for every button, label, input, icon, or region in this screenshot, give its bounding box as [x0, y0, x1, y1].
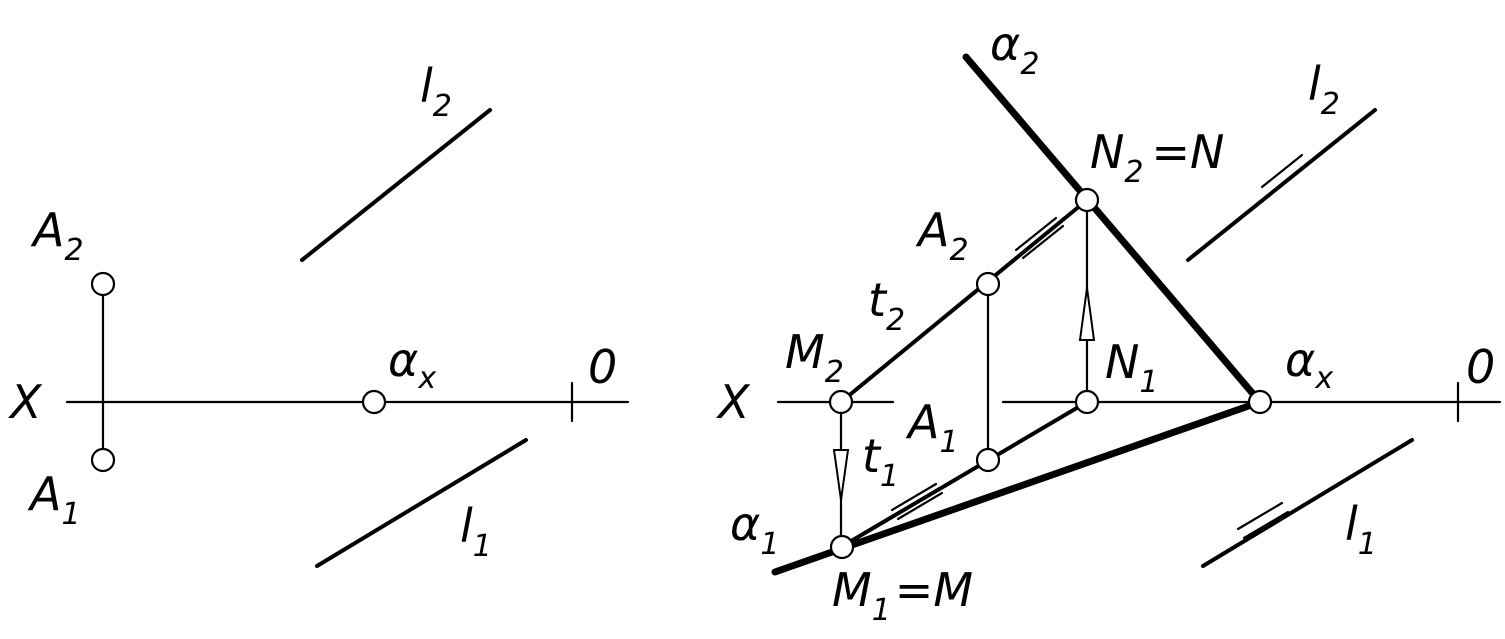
right-point-n1 — [1074, 389, 1100, 415]
left-a2-label: A2 — [30, 203, 84, 268]
left-line-l1 — [315, 438, 528, 568]
right-n2-label: N2=N — [1090, 125, 1224, 190]
right-n1-label: N1 — [1105, 335, 1159, 400]
right-panel: X 0 α2 α1 αx N2=N N1 M2 M1=M A2 A1 t2 t1… — [716, 17, 1502, 628]
right-point-a1 — [975, 447, 1001, 473]
parallel-mark-t1-1 — [890, 482, 938, 512]
right-alpha-x-label: αx — [1285, 333, 1333, 396]
parallel-mark-t1-2 — [896, 491, 944, 521]
right-alpha1-label: α1 — [730, 497, 779, 562]
parallel-mark-l2-1 — [1260, 153, 1304, 189]
left-point-a1 — [90, 447, 116, 473]
left-alpha-x-label: αx — [388, 333, 436, 396]
right-m2-label: M2 — [785, 325, 844, 390]
right-a1-label: A1 — [905, 395, 959, 460]
right-t1-label: t1 — [862, 429, 899, 494]
left-a1-label: A1 — [27, 467, 81, 532]
parallel-mark-l1-2 — [1242, 510, 1290, 540]
arrow-up-n1 — [1078, 287, 1096, 341]
right-origin-label: 0 — [1466, 340, 1495, 394]
right-a2-label: A2 — [915, 203, 969, 268]
right-line-l1 — [1201, 438, 1414, 568]
right-point-a2 — [975, 271, 1001, 297]
left-l1-label: l1 — [460, 499, 492, 564]
right-t2-label: t2 — [868, 273, 905, 338]
right-l1-label: l1 — [1345, 497, 1377, 562]
left-origin-label: 0 — [588, 340, 617, 394]
arrow-down-m1 — [832, 449, 850, 501]
left-point-alpha-x — [361, 389, 387, 415]
right-trace-alpha2 — [962, 53, 1264, 406]
right-trace-alpha1 — [771, 398, 1264, 576]
left-x-axis-label: X — [8, 375, 43, 429]
right-l2-label: l2 — [1308, 57, 1340, 122]
parallel-mark-l2-2 — [1267, 161, 1311, 197]
left-line-l2 — [300, 108, 492, 262]
left-l2-label: l2 — [420, 59, 452, 124]
parallel-mark-t2-1 — [1014, 216, 1058, 252]
left-panel: X 0 A2 A1 l2 l1 αx — [8, 59, 630, 568]
parallel-mark-l1-1 — [1236, 501, 1284, 531]
right-point-alpha-x — [1247, 389, 1273, 415]
right-point-m1 — [829, 534, 855, 560]
left-point-a2 — [90, 271, 116, 297]
right-line-t1 — [839, 400, 1089, 549]
parallel-mark-t2-2 — [1021, 224, 1065, 260]
right-point-n2 — [1074, 187, 1100, 213]
right-point-m2 — [828, 389, 854, 415]
right-alpha2-label: α2 — [990, 17, 1039, 82]
right-line-t2 — [839, 198, 1089, 404]
right-m1-label: M1=M — [832, 563, 973, 628]
right-x-axis-label: X — [716, 375, 751, 429]
